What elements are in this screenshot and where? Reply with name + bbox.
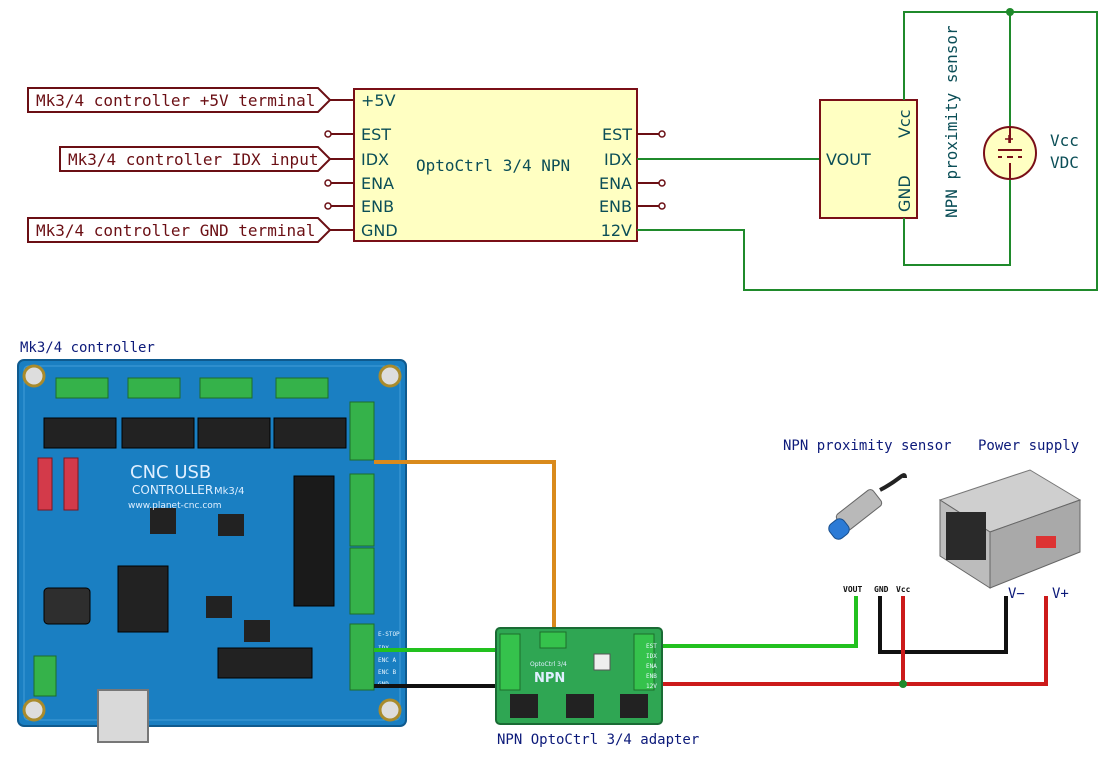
pin-left-enb: ENB (361, 197, 394, 216)
adapter-io-idx: IDX (646, 653, 657, 660)
controller-caption: Mk3/4 controller (20, 340, 155, 356)
wire-junction (899, 680, 907, 688)
pin-left-ena: ENA (361, 174, 394, 193)
module-title: OptoCtrl 3/4 NPN (416, 156, 570, 175)
sensor-block: VOUT Vcc GND NPN proximity sensor (819, 25, 961, 219)
sensor-caption: NPN proximity sensor (783, 438, 952, 454)
wire-orange-5v (374, 460, 556, 636)
adapter-caption: NPN OptoCtrl 3/4 adapter (497, 732, 699, 748)
supply-terminal-pos: V+ (1052, 586, 1069, 602)
wire-12v (637, 11, 1098, 291)
supply-terminal-neg: V− (1008, 586, 1025, 602)
pin-left-gnd: GND (361, 221, 398, 240)
supply-label-vcc: Vcc (1050, 131, 1079, 150)
net-label-5v-text: Mk3/4 controller +5V terminal (36, 91, 315, 110)
board-text-line1: CNC USB (130, 462, 211, 483)
wire-green-vout (660, 596, 858, 648)
ctrl-io-estop: E-STOP (378, 631, 400, 638)
dc-source-symbol (983, 126, 1037, 180)
sensor-pin-label-vout: VOUT (843, 585, 862, 594)
pin-left-idx: IDX (361, 150, 389, 169)
sensor-pin-vcc: Vcc (895, 109, 914, 138)
adapter-io-enb: ENB (646, 673, 657, 680)
board-text-url: www.planet-cnc.com (128, 501, 222, 511)
sensor-name: NPN proximity sensor (942, 25, 961, 218)
net-label-idx-text: Mk3/4 controller IDX input (68, 150, 318, 169)
wire-red-12v (660, 596, 1048, 686)
sensor-pin-vout: VOUT (826, 150, 871, 169)
pin-left-5v: +5V (361, 91, 396, 110)
power-supply-photo (938, 469, 1082, 589)
supply-label-vdc: VDC (1050, 153, 1079, 172)
pin-left-est: EST (361, 125, 391, 144)
adapter-text-sub: OptoCtrl 3/4 (530, 661, 567, 668)
pin-right-est: EST (602, 125, 632, 144)
pin-right-enb: ENB (599, 197, 632, 216)
wire-black-gnd-supply (878, 596, 1008, 654)
optoctrl-module: OptoCtrl 3/4 NPN +5V EST IDX ENA ENB GND… (353, 88, 638, 242)
schematic: Mk3/4 controller +5V terminal Mk3/4 cont… (27, 8, 1098, 291)
sensor-photo (828, 473, 907, 540)
adapter-io-ena: ENA (646, 663, 657, 670)
pin-right-ena: ENA (599, 174, 632, 193)
adapter-io-est: EST (646, 643, 657, 650)
ctrl-io-encb: ENC B (378, 669, 396, 676)
sensor-pin-label-gnd: GND (874, 585, 889, 594)
sensor-pin-gnd: GND (895, 175, 914, 212)
net-label-5v: Mk3/4 controller +5V terminal (27, 87, 332, 113)
net-label-idx: Mk3/4 controller IDX input (59, 146, 332, 172)
adapter-board: NPN OptoCtrl 3/4 EST IDX ENA ENB 12V (495, 627, 663, 725)
supply-caption: Power supply (978, 438, 1079, 454)
board-text-line2: CONTROLLER (132, 483, 213, 497)
adapter-io-12v: 12V (646, 683, 657, 690)
net-label-gnd: Mk3/4 controller GND terminal (27, 217, 332, 243)
board-text-model: Mk3/4 (214, 486, 245, 497)
ctrl-io-enca: ENC A (378, 657, 396, 664)
controller-board: CNC USB CONTROLLER www.planet-cnc.com Mk… (17, 359, 407, 743)
net-label-gnd-text: Mk3/4 controller GND terminal (36, 221, 315, 240)
sensor-pin-label-vcc: Vcc (896, 585, 911, 594)
adapter-text-npn: NPN (534, 671, 565, 686)
pin-right-idx: IDX (604, 150, 632, 169)
pin-right-12v: 12V (601, 221, 632, 240)
